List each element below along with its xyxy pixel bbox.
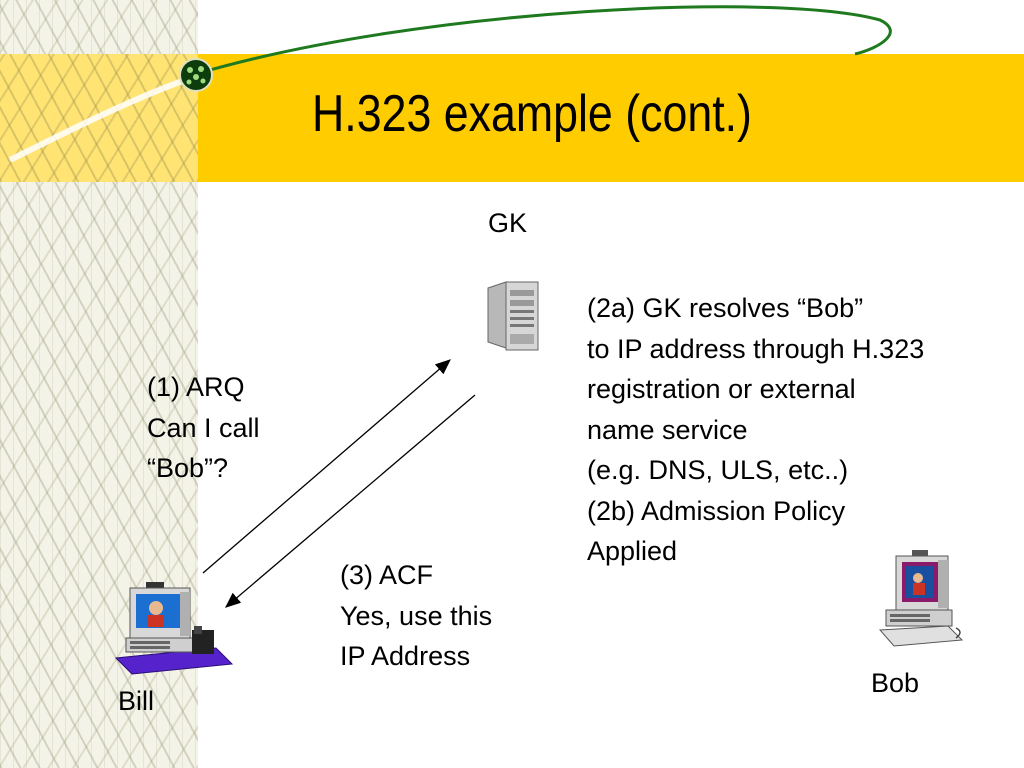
acf-message: (3) ACF Yes, use this IP Address — [340, 555, 492, 677]
bob-label: Bob — [871, 668, 920, 698]
orbit-decoration — [8, 5, 892, 163]
resolve-line: registration or external — [587, 374, 856, 404]
server-tower-icon — [487, 281, 539, 351]
title-band — [0, 54, 1024, 182]
arq-arrow — [202, 359, 451, 574]
resolve-line: name service — [587, 414, 748, 445]
acf-arrow — [225, 394, 476, 608]
slide-title: H.323 example (cont.) — [312, 85, 752, 143]
arq-line: Can I call — [147, 412, 260, 443]
arq-line: (1) ARQ — [147, 372, 245, 402]
acf-line: Yes, use this — [340, 600, 493, 631]
resolve-line: (2b) Admission Policy — [587, 495, 846, 526]
acf-line: IP Address — [340, 641, 471, 671]
resolve-line: to IP address through H.323 — [587, 333, 925, 364]
desktop-pc-with-phone-icon — [114, 582, 234, 675]
arq-message: (1) ARQ Can I call “Bob”? — [147, 367, 260, 489]
resolve-line: (2a) GK resolves “Bob” — [587, 293, 864, 323]
gk-resolve-message: (2a) GK resolves “Bob” to IP address thr… — [587, 288, 924, 572]
resolve-line: Applied — [587, 536, 678, 566]
desktop-pc-icon — [878, 550, 964, 647]
resolve-line: (e.g. DNS, ULS, etc..) — [587, 455, 849, 485]
bill-label: Bill — [118, 686, 155, 716]
orbit-planet-icon — [179, 58, 213, 92]
acf-line: (3) ACF — [340, 560, 434, 590]
arq-line: “Bob”? — [147, 453, 229, 483]
gk-label: GK — [488, 208, 528, 238]
